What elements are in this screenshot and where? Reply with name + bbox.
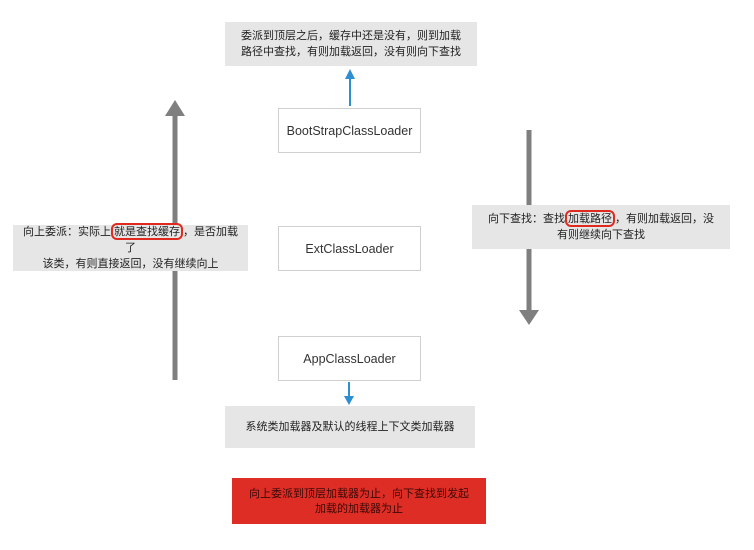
left-note-highlight: 就是查找缓存: [111, 223, 183, 240]
left-note: 向上委派：实际上就是查找缓存，是否加载了 该类，有则直接返回，没有继续向上: [13, 223, 248, 271]
top-note: 委派到顶层之后，缓存中还是没有，则到加载 路径中查找，有则加载返回，没有则向下查…: [225, 22, 477, 66]
right-note: 向下查找：查找加载路径，有则加载返回，没 有则继续向下查找: [472, 205, 730, 249]
top-note-line2: 路径中查找，有则加载返回，没有则向下查找: [241, 45, 461, 58]
left-note-pre: 向上委派：实际上: [23, 225, 111, 238]
right-note-post: ，有则加载返回，没: [615, 212, 714, 225]
right-note-pre: 向下查找：查找: [488, 212, 565, 225]
conclusion-line1: 向上委派到顶层加载器为止，向下查找到发起: [249, 487, 469, 500]
conclusion-line2: 加载的加载器为止: [315, 502, 403, 515]
bootstrap-to-top-arrow: [345, 69, 355, 106]
bottom-note: 系统类加载器及默认的线程上下文类加载器: [225, 406, 475, 448]
ext-class-loader-node: ExtClassLoader: [278, 226, 421, 271]
conclusion-box: 向上委派到顶层加载器为止，向下查找到发起 加载的加载器为止: [232, 478, 486, 524]
left-note-line2: 该类，有则直接返回，没有继续向上: [42, 257, 219, 270]
right-note-highlight: 加载路径: [565, 210, 615, 227]
bootstrap-class-loader-node: BootStrapClassLoader: [278, 108, 421, 153]
left-note-post: ，是否加载了: [125, 225, 238, 254]
ext-label: ExtClassLoader: [305, 241, 394, 256]
app-class-loader-node: AppClassLoader: [278, 336, 421, 381]
bottom-note-text: 系统类加载器及默认的线程上下文类加载器: [245, 420, 455, 433]
right-note-line2: 有则继续向下查找: [557, 228, 645, 241]
app-label: AppClassLoader: [303, 351, 396, 366]
bootstrap-label: BootStrapClassLoader: [286, 123, 413, 138]
app-to-bottom-arrow: [344, 382, 354, 405]
top-note-line1: 委派到顶层之后，缓存中还是没有，则到加载: [241, 29, 461, 42]
